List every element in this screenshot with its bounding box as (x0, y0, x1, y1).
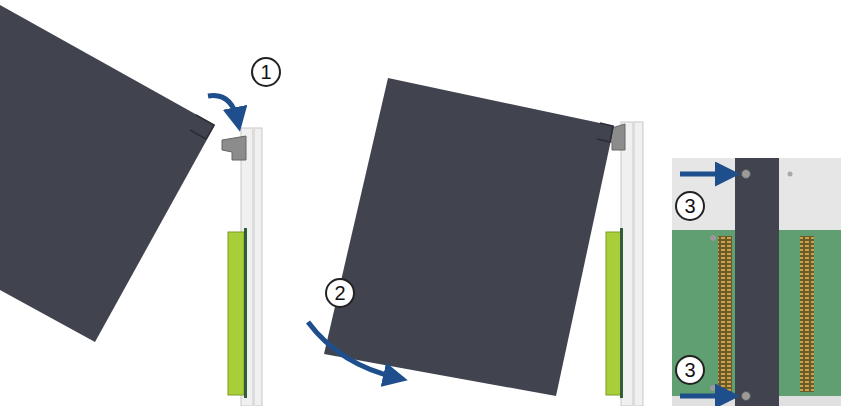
callout-number: 2 (325, 278, 355, 308)
rack-front (672, 158, 841, 406)
screw-arrow (680, 394, 730, 399)
callout-number: 1 (251, 57, 281, 87)
rack-side-1 (222, 128, 262, 406)
module-swinging (324, 78, 614, 396)
module-tilted (0, 5, 215, 342)
rack-side-2 (605, 122, 643, 406)
hook-arrow (208, 96, 238, 122)
callout-number: 3 (675, 355, 705, 385)
swing-arrow (308, 322, 398, 378)
callout-number: 3 (675, 191, 705, 221)
screw-arrow (680, 172, 730, 177)
